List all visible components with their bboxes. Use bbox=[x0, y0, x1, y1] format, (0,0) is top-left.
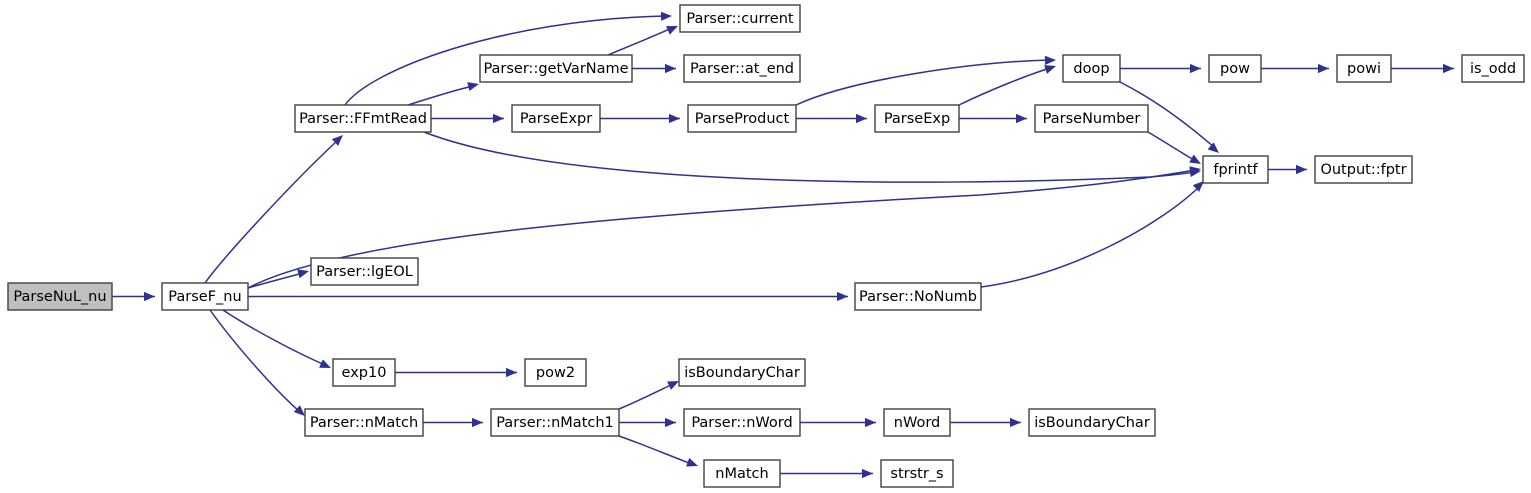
call-edge bbox=[958, 65, 1056, 106]
node-box[interactable] bbox=[874, 104, 960, 133]
graph-node-doop[interactable]: doop bbox=[1062, 54, 1121, 83]
graph-node-parsef-nu[interactable]: ParseF_nu bbox=[161, 282, 249, 311]
call-edge bbox=[607, 26, 678, 56]
node-box[interactable] bbox=[1034, 104, 1149, 133]
graph-node-parser-nmatch1[interactable]: Parser::nMatch1 bbox=[490, 408, 620, 437]
node-box[interactable] bbox=[1062, 54, 1121, 83]
call-edge bbox=[1261, 63, 1329, 74]
graph-node-is-odd[interactable]: is_odd bbox=[1461, 54, 1525, 83]
graph-node-pow[interactable]: pow bbox=[1208, 54, 1262, 83]
node-box[interactable] bbox=[332, 358, 396, 387]
node-box[interactable] bbox=[511, 104, 601, 133]
call-edge bbox=[395, 367, 517, 378]
node-box[interactable] bbox=[1314, 155, 1413, 184]
call-edge bbox=[248, 291, 848, 302]
call-edge bbox=[1391, 63, 1454, 74]
edge-layer bbox=[112, 11, 1454, 479]
call-edge bbox=[1119, 81, 1219, 153]
node-box[interactable] bbox=[854, 282, 982, 311]
call-edge bbox=[112, 291, 155, 302]
node-box[interactable] bbox=[683, 54, 801, 83]
call-edge bbox=[618, 435, 698, 467]
graph-node-parsenumber[interactable]: ParseNumber bbox=[1034, 104, 1149, 133]
node-box[interactable] bbox=[1461, 54, 1525, 83]
node-box[interactable] bbox=[1028, 408, 1156, 437]
node-box[interactable] bbox=[883, 408, 951, 437]
call-edge bbox=[619, 417, 676, 428]
call-edge bbox=[407, 82, 479, 106]
node-box[interactable] bbox=[683, 408, 801, 437]
node-box[interactable] bbox=[490, 408, 620, 437]
call-edge bbox=[222, 309, 331, 368]
call-edge bbox=[1120, 63, 1201, 74]
graph-node-parser-lgeol[interactable]: Parser::lgEOL bbox=[310, 257, 419, 286]
call-edge bbox=[209, 309, 305, 416]
node-box[interactable] bbox=[703, 459, 781, 488]
node-box[interactable] bbox=[524, 358, 587, 387]
call-edge bbox=[1147, 131, 1201, 164]
graph-node-parseexpr[interactable]: ParseExpr bbox=[511, 104, 601, 133]
call-edge bbox=[950, 417, 1021, 428]
node-box[interactable] bbox=[161, 282, 249, 311]
graph-node-pow2[interactable]: pow2 bbox=[524, 358, 587, 387]
node-box[interactable] bbox=[679, 4, 801, 33]
node-box[interactable] bbox=[7, 282, 113, 311]
node-box[interactable] bbox=[1202, 155, 1269, 184]
graph-node-exp10[interactable]: exp10 bbox=[332, 358, 396, 387]
graph-node-parser-nword[interactable]: Parser::nWord bbox=[683, 408, 801, 437]
graph-node-parseproduct[interactable]: ParseProduct bbox=[687, 104, 797, 133]
graph-node-parseexp[interactable]: ParseExp bbox=[874, 104, 960, 133]
graph-node-powi[interactable]: powi bbox=[1336, 54, 1392, 83]
graph-node-parser-nmatch[interactable]: Parser::nMatch bbox=[304, 408, 424, 437]
call-edge bbox=[795, 55, 1056, 106]
node-box[interactable] bbox=[1336, 54, 1392, 83]
node-box[interactable] bbox=[304, 408, 424, 437]
node-box[interactable] bbox=[310, 257, 419, 286]
node-box[interactable] bbox=[880, 459, 954, 488]
node-box[interactable] bbox=[687, 104, 797, 133]
call-edge bbox=[423, 131, 1201, 183]
graph-node-parser-getvarname[interactable]: Parser::getVarName bbox=[479, 54, 633, 83]
call-edge bbox=[600, 113, 680, 124]
graph-node-output-fptr[interactable]: Output::fptr bbox=[1314, 155, 1413, 184]
graph-node-parser-ffmtread[interactable]: Parser::FFmtRead bbox=[294, 104, 432, 133]
call-edge bbox=[431, 113, 504, 124]
node-box[interactable] bbox=[294, 104, 432, 133]
graph-node-isboundarychar1[interactable]: isBoundaryChar bbox=[678, 358, 806, 387]
node-box[interactable] bbox=[479, 54, 633, 83]
graph-node-strstr-s[interactable]: strstr_s bbox=[880, 459, 954, 488]
call-edge bbox=[423, 417, 483, 428]
graph-node-fprintf[interactable]: fprintf bbox=[1202, 155, 1269, 184]
graph-node-parser-nonumb[interactable]: Parser::NoNumb bbox=[854, 282, 982, 311]
call-edge bbox=[980, 181, 1204, 288]
graph-node-isboundarychar2[interactable]: isBoundaryChar bbox=[1028, 408, 1156, 437]
graph-node-nword[interactable]: nWord bbox=[883, 408, 951, 437]
call-edge bbox=[796, 113, 867, 124]
graph-node-parsenul-nu[interactable]: ParseNuL_nu bbox=[7, 282, 113, 311]
graph-node-nmatch[interactable]: nMatch bbox=[703, 459, 781, 488]
call-edge bbox=[800, 417, 876, 428]
call-edge bbox=[618, 381, 679, 410]
call-edge bbox=[204, 135, 343, 284]
node-box[interactable] bbox=[678, 358, 806, 387]
call-edge bbox=[247, 269, 309, 289]
graph-node-parser-current[interactable]: Parser::current bbox=[679, 4, 801, 33]
call-edge bbox=[780, 468, 873, 479]
call-edge bbox=[959, 113, 1027, 124]
call-edge bbox=[632, 63, 676, 74]
node-box[interactable] bbox=[1208, 54, 1262, 83]
call-edge bbox=[344, 11, 672, 106]
graph-node-parser-at-end[interactable]: Parser::at_end bbox=[683, 54, 801, 83]
call-edge bbox=[1268, 164, 1307, 175]
